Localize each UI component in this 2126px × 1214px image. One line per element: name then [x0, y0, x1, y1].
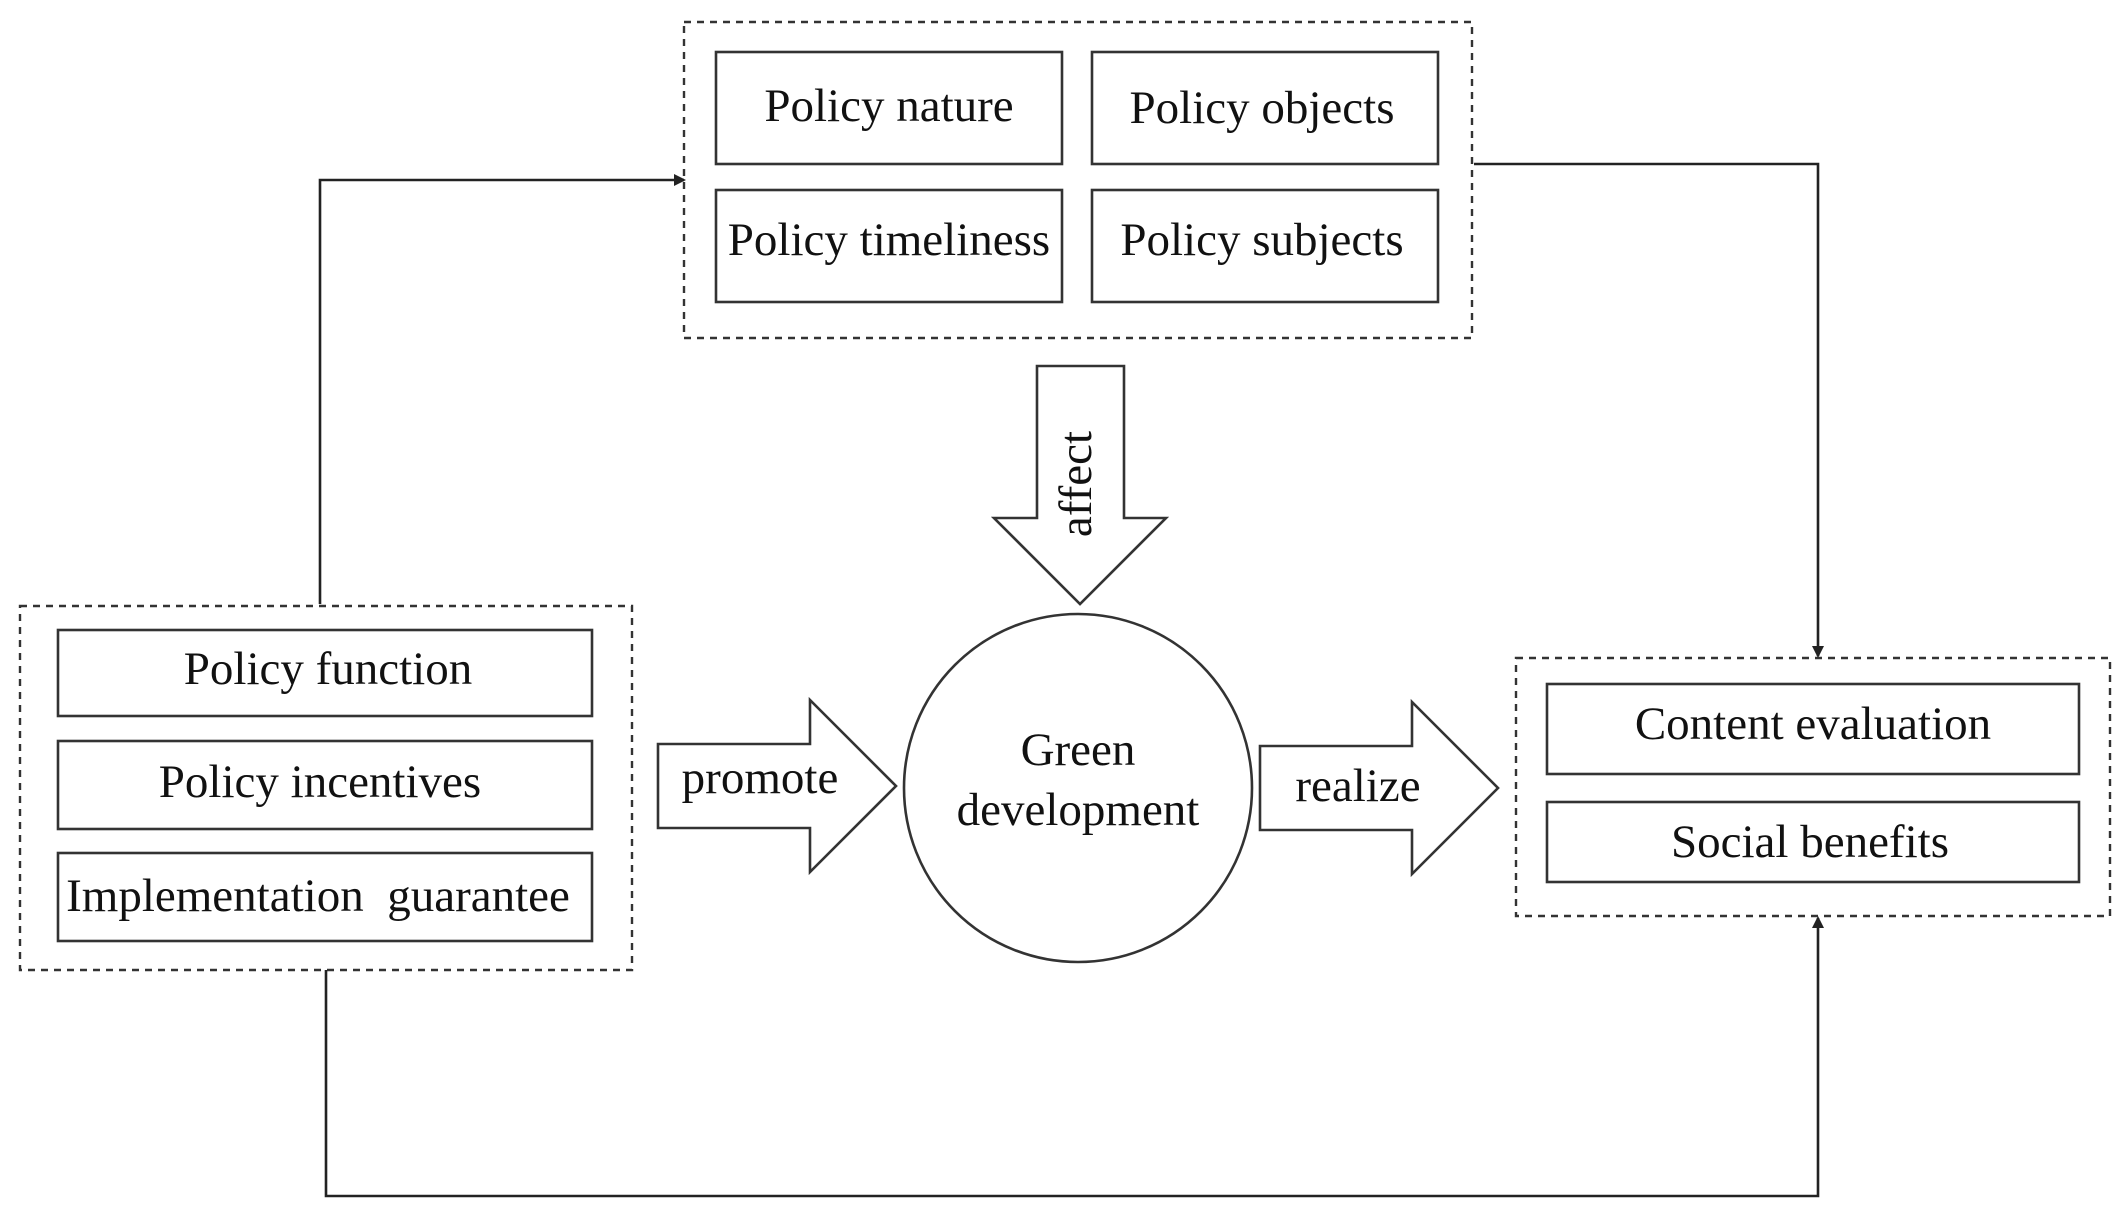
policy-function-box: Policy function: [56, 628, 594, 718]
policy-subjects-label: Policy subjects: [1120, 214, 1403, 266]
policy-incentives-box: Policy incentives: [56, 739, 594, 831]
social-benefits-box: Social benefits: [1545, 800, 2081, 884]
policy-nature-box: Policy nature: [714, 50, 1064, 166]
outcomes-group: Content evaluation Social benefits: [1514, 656, 2112, 918]
affect-arrow-shape: [990, 364, 1170, 606]
affect-arrow-label: affect: [1050, 431, 1102, 537]
implementation-guarantee-box: Implementation guarantee: [56, 851, 594, 943]
realize-arrow: realize: [1258, 698, 1500, 878]
policy-tools-dashed-frame: [18, 604, 634, 972]
affect-arrow: affect: [990, 364, 1170, 606]
policy-attributes-group: Policy nature Policy objects Policy time…: [682, 20, 1474, 340]
realize-arrow-shape: [1258, 698, 1500, 878]
realize-arrow-label: realize: [1295, 760, 1420, 812]
implementation-guarantee-label: Implementation guarantee: [66, 870, 570, 922]
policy-objects-label: Policy objects: [1130, 82, 1395, 134]
promote-arrow-label: promote: [682, 752, 839, 804]
green-development-circle: [902, 612, 1254, 964]
policy-subjects-box: Policy subjects: [1090, 188, 1440, 304]
promote-arrow: promote: [656, 696, 898, 876]
policy-incentives-label: Policy incentives: [159, 756, 481, 808]
content-evaluation-label: Content evaluation: [1635, 698, 1991, 750]
policy-timeliness-label: Policy timeliness: [728, 214, 1050, 266]
policy-objects-box: Policy objects: [1090, 50, 1440, 166]
tools-to-attributes-connector: [318, 174, 686, 604]
policy-tools-group: Policy function Policy incentives Implem…: [18, 604, 634, 972]
tools-to-outcomes-bottom-connector: [324, 916, 1824, 1198]
policy-nature-label: Policy nature: [764, 80, 1013, 132]
social-benefits-label: Social benefits: [1671, 816, 1949, 868]
promote-arrow-shape: [656, 696, 898, 876]
policy-function-label: Policy function: [184, 643, 473, 695]
content-evaluation-box: Content evaluation: [1545, 682, 2081, 776]
green-development-line1: Green: [1021, 724, 1136, 776]
attributes-to-outcomes-connector: [1474, 162, 1824, 658]
policy-attributes-dashed-frame: [682, 20, 1474, 340]
green-development-line2: development: [957, 784, 1200, 836]
policy-timeliness-box: Policy timeliness: [714, 188, 1064, 304]
green-development-node: Green development: [902, 612, 1254, 964]
